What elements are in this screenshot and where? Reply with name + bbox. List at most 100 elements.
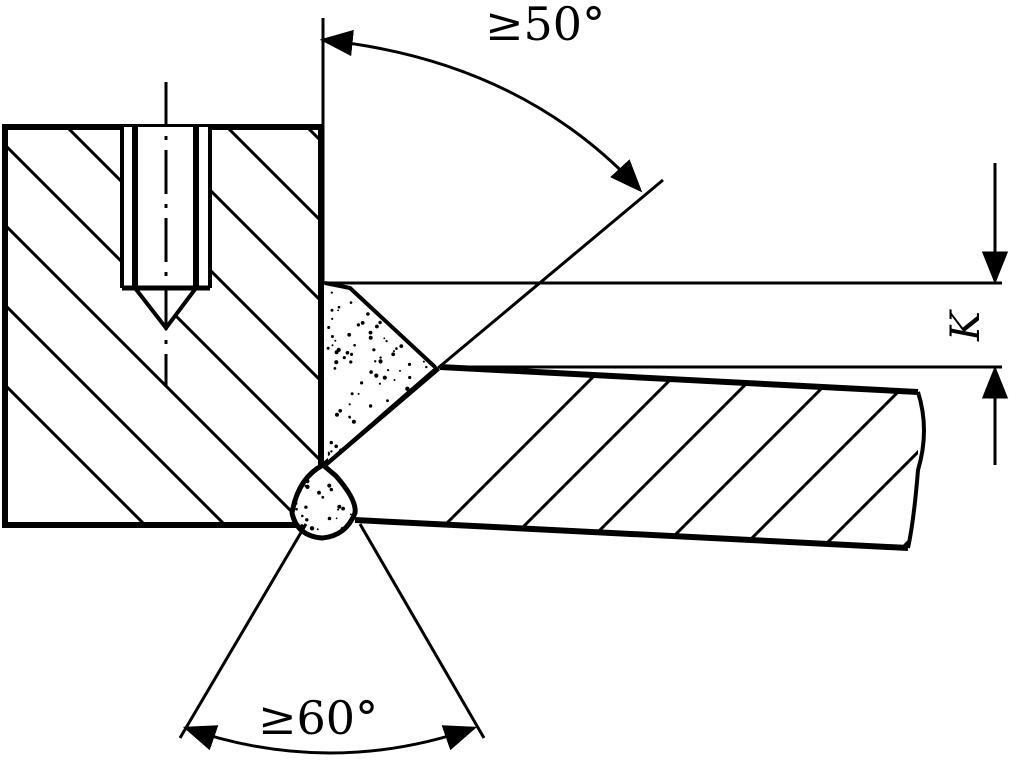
weld-stipple-dot <box>419 310 421 313</box>
weld-stipple-dot <box>408 375 412 380</box>
weld-stipple-dot <box>437 361 439 363</box>
weld-stipple-dot <box>425 342 428 345</box>
weld-stipple-dot <box>330 450 333 453</box>
weld-stipple-dot <box>397 304 401 307</box>
weld-stipple-dot <box>295 502 298 505</box>
weld-stipple-dot <box>412 407 416 410</box>
weld-stipple-dot <box>350 352 354 356</box>
weld-stipple-dot <box>331 317 334 320</box>
weld-stipple-dot <box>369 443 373 447</box>
weld-stipple-dot <box>325 378 327 381</box>
weld-stipple-dot <box>383 337 386 340</box>
weld-stipple-dot <box>391 352 396 357</box>
weld-stipple-dot <box>330 308 334 312</box>
weld-stipple-dot <box>347 351 350 354</box>
weld-stipple-dot <box>394 294 397 298</box>
weld-stipple-dot <box>360 458 365 460</box>
weld-stipple-dot <box>432 427 435 430</box>
weld-stipple-dot <box>301 466 304 469</box>
weld-stipple-dot <box>427 389 431 393</box>
weld-stipple-dot <box>349 301 353 304</box>
weld-stipple-dot <box>326 346 330 350</box>
weld-stipple-dot <box>372 441 377 446</box>
weld-stipple-dot <box>379 445 383 450</box>
weld-stipple-dot <box>350 392 354 396</box>
weld-stipple-dot <box>349 513 352 516</box>
weld-stipple-dot <box>356 524 360 528</box>
weld-stipple-dot <box>369 370 373 374</box>
weld-stipple-dot <box>330 335 334 338</box>
groove-line-left <box>178 523 308 739</box>
weld-stipple-dot <box>356 323 360 327</box>
weld-stipple-dot <box>337 309 339 312</box>
weld-stipple-dot <box>409 423 413 427</box>
weld-stipple-dot <box>347 332 352 337</box>
weld-stipple-dot <box>378 382 381 385</box>
weld-stipple-dot <box>425 454 429 457</box>
weld-stipple-dot <box>299 489 302 492</box>
bottom-angle-label: ≥60° <box>258 691 378 745</box>
weld-stipple-dot <box>327 483 332 488</box>
weld-stipple-dot <box>301 514 304 518</box>
fillet-weld <box>324 281 442 460</box>
weld-stipple-dot <box>309 526 315 531</box>
weld-stipple-dot <box>359 462 361 464</box>
weld-stipple-dot <box>405 386 410 391</box>
weld-stipple-dot <box>340 526 345 531</box>
weld-stipple-dot <box>337 508 340 511</box>
weld-stipple-dot <box>434 391 435 395</box>
weld-stipple-dot <box>379 356 382 359</box>
weld-stipple-dot <box>354 484 356 489</box>
weld-stipple-dot <box>382 375 387 380</box>
weld-stipple-dot <box>296 480 300 484</box>
weld-stipple-dot <box>374 439 378 444</box>
weld-stipple-dot <box>425 365 428 369</box>
weld-stipple-dot <box>317 490 321 495</box>
weld-stipple-dot <box>353 343 356 347</box>
weld-stipple-dot <box>398 439 402 443</box>
bevel-angle-dimension: ≥50° <box>319 0 664 370</box>
weld-stipple-dot <box>336 347 341 352</box>
weld-stipple-dot <box>372 348 376 352</box>
weld-stipple-dot <box>413 409 417 413</box>
k-label: K <box>943 309 989 342</box>
weld-stipple-dot <box>385 340 388 343</box>
groove-angle-dimension: ≥60° <box>178 523 486 755</box>
weld-stipple-dot <box>408 396 412 401</box>
weld-stipple-dot <box>330 291 333 294</box>
weld-stipple-dot <box>334 339 337 342</box>
weld-stipple-dot <box>337 305 341 309</box>
extension-line-bevel <box>437 178 664 370</box>
weld-stipple-dot <box>438 435 442 439</box>
weld-stipple-dot <box>432 389 435 392</box>
weld-stipple-dot <box>379 288 382 291</box>
weld-stipple-dot <box>368 330 373 335</box>
weld-stipple-dot <box>386 399 389 403</box>
weld-stipple-dot <box>327 516 332 521</box>
weld-stipple-dot <box>334 444 339 449</box>
weld-stipple-dot <box>378 320 382 325</box>
weld-stipple-dot <box>295 500 298 503</box>
weld-stipple-dot <box>418 434 422 438</box>
weld-stipple-dot <box>393 379 396 381</box>
weld-stipple-dot <box>378 290 381 294</box>
weld-stipple-dot <box>438 401 440 403</box>
weld-stipple-dot <box>300 524 304 528</box>
weld-stipple-dot <box>327 326 331 329</box>
weld-stipple-dot <box>331 344 334 347</box>
weld-stipple-dot <box>406 327 412 332</box>
weld-stipple-dot <box>360 381 364 385</box>
weld-stipple-dot <box>406 297 410 301</box>
weld-stipple-dot <box>342 356 346 360</box>
angle-arc-bottom <box>182 725 478 755</box>
weld-stipple-dot <box>379 360 383 364</box>
weld-stipple-dot <box>398 292 402 296</box>
weld-stipple-dot <box>304 505 308 509</box>
weld-stipple-dot <box>305 479 310 484</box>
weld-stipple-dot <box>413 447 417 451</box>
weld-stipple-dot <box>426 328 429 330</box>
weld-stipple-dot <box>374 456 379 460</box>
weld-stipple-dot <box>348 415 351 419</box>
weld-stipple-dot <box>292 475 293 478</box>
